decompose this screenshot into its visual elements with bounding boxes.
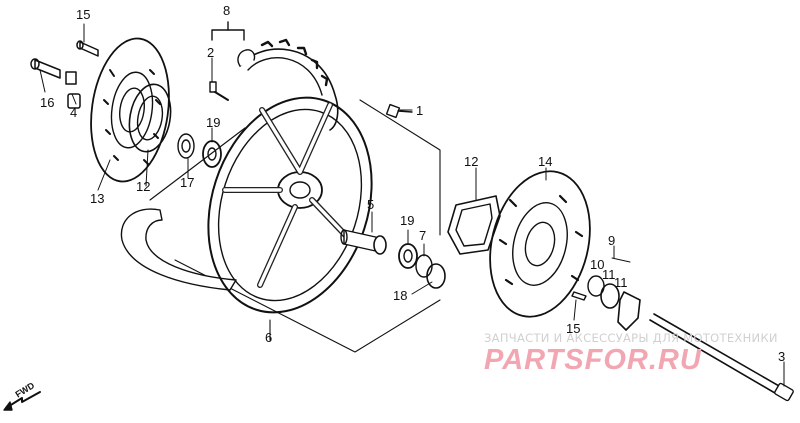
disc-hub-left xyxy=(128,83,172,153)
label-13: 13 xyxy=(90,191,105,206)
wheel-frame-outline xyxy=(149,99,441,353)
label-11-b: 11 xyxy=(614,275,628,290)
label-4: 4 xyxy=(70,105,78,120)
bolts-left xyxy=(30,40,99,109)
inner-tube xyxy=(120,208,237,291)
valve-stem xyxy=(209,81,229,101)
group-bracket-8 xyxy=(211,21,245,41)
fwd-arrow-icon xyxy=(3,391,41,411)
label-18: 18 xyxy=(393,288,408,303)
label-8: 8 xyxy=(223,3,231,18)
label-16: 16 xyxy=(40,95,55,110)
disc-hub-right xyxy=(447,195,501,255)
wheel-rim xyxy=(207,96,373,314)
label-14: 14 xyxy=(538,154,553,169)
label-19-right: 19 xyxy=(400,213,415,228)
speedometer-gearbox xyxy=(571,275,641,331)
label-6: 6 xyxy=(265,330,273,345)
label-11-a: 11 xyxy=(602,267,616,282)
label-7: 7 xyxy=(419,228,427,243)
label-1: 1 xyxy=(416,103,424,118)
label-12-left: 12 xyxy=(136,179,151,194)
brake-disc-right xyxy=(489,170,591,318)
screw-1 xyxy=(385,103,413,119)
label-9: 9 xyxy=(608,233,616,248)
label-17: 17 xyxy=(180,175,195,190)
label-19-left: 19 xyxy=(206,115,221,130)
label-10: 10 xyxy=(590,257,605,272)
label-12-right: 12 xyxy=(464,154,479,169)
watermark-caption: ЗАПЧАСТИ И АКСЕССУАРЫ ДЛЯ МОТОТЕХНИКИ xyxy=(484,331,778,345)
label-15: 15 xyxy=(76,7,91,22)
axle-spacer xyxy=(340,229,387,255)
bearings-right xyxy=(398,243,446,289)
watermark-brand: PARTSFOR.RU xyxy=(484,344,702,376)
label-5: 5 xyxy=(367,197,375,212)
leader-lines xyxy=(39,23,785,387)
axle xyxy=(649,313,794,402)
tire xyxy=(237,38,339,131)
label-3: 3 xyxy=(778,349,786,364)
label-15-right: 15 xyxy=(566,321,581,336)
label-2: 2 xyxy=(207,45,215,60)
brake-disc-left xyxy=(90,37,170,183)
